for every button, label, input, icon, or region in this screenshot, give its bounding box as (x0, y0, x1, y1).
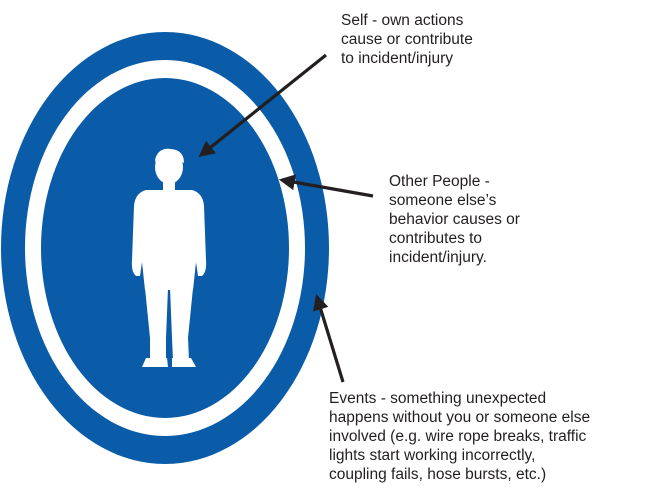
self-callout-line: to incident/injury (341, 50, 454, 67)
events-callout-line: happens without you or someone else (329, 409, 591, 426)
events-callout-line: lights start working incorrectly, (329, 447, 536, 464)
events-callout-line: involved (e.g. wire rope breaks, traffic (329, 428, 587, 445)
self-callout: Self - own actions cause or contribute t… (341, 11, 473, 68)
events-arrow (313, 293, 345, 383)
events-callout-line: coupling fails, hose bursts, etc.) (329, 466, 547, 483)
other-people-callout-line: incident/injury. (389, 249, 487, 266)
self-arrow (198, 53, 327, 157)
self-callout-line: cause or contribute (341, 31, 473, 48)
other-people-arrow (278, 174, 374, 198)
other-people-callout: Other People - someone else’s behavior c… (389, 172, 520, 267)
other-people-callout-line: contributes to (389, 230, 483, 247)
other-people-callout-line: someone else’s (389, 192, 497, 209)
person-silhouette-icon (131, 148, 207, 367)
events-callout: Events - something unexpected happens wi… (329, 389, 590, 484)
other-people-callout-line: Other People - (389, 173, 490, 190)
other-people-callout-line: behavior causes or (389, 211, 520, 228)
events-callout-line: Events - something unexpected (329, 390, 547, 407)
self-callout-line: Self - own actions (341, 12, 464, 29)
